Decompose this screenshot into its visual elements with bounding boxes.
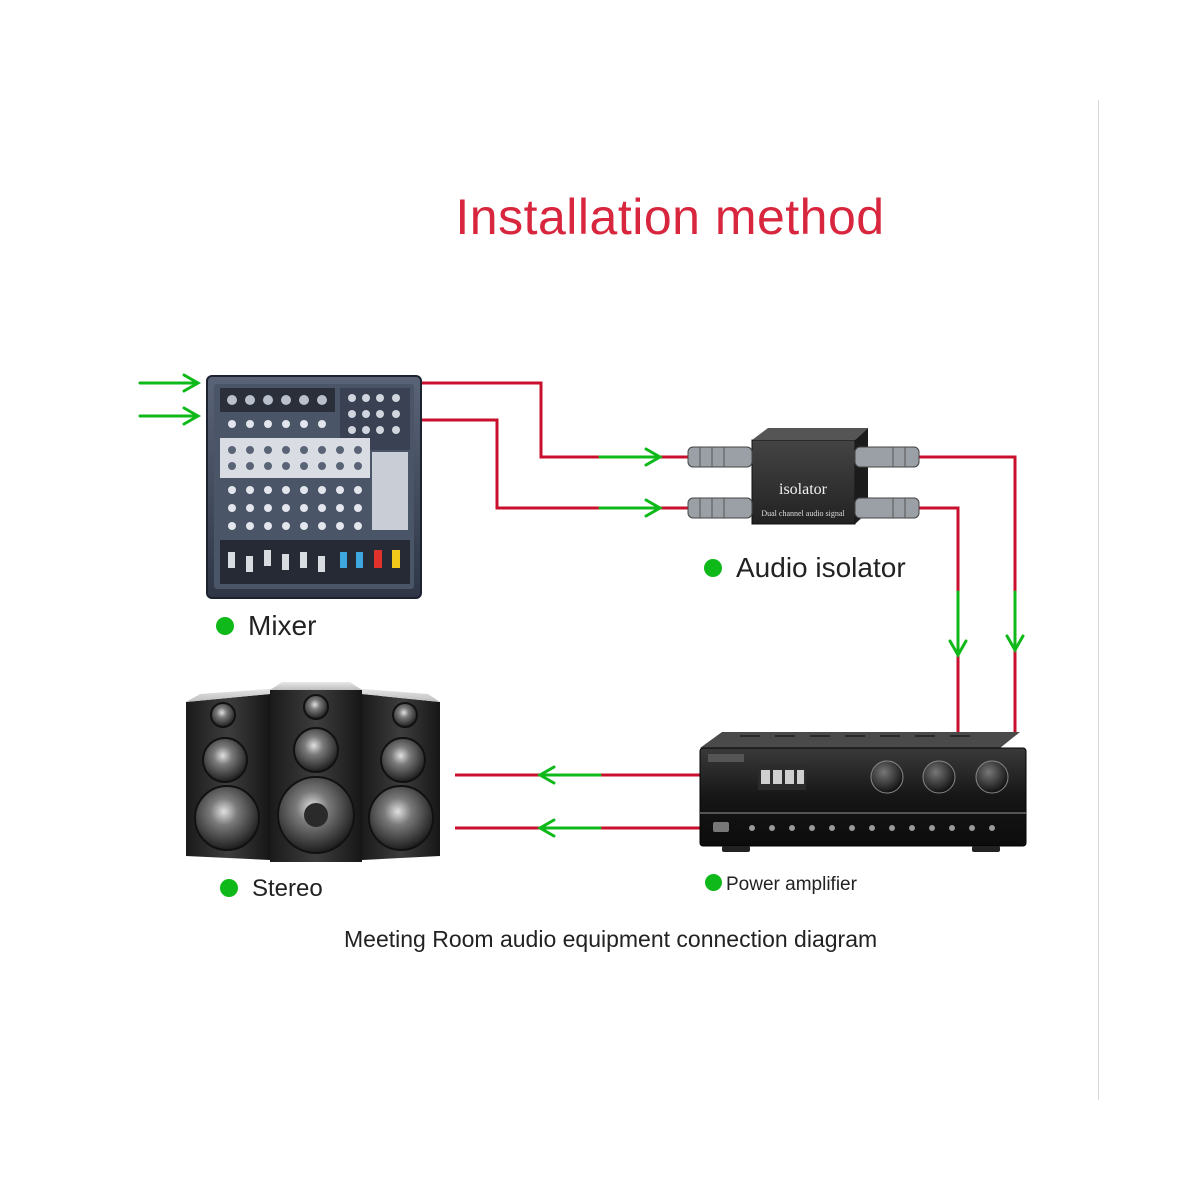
isolator-device-name: isolator <box>779 481 828 498</box>
diagram-caption: Meeting Room audio equipment connection … <box>344 926 878 952</box>
cable-mixer-isolator-2 <box>420 418 700 510</box>
input-arrow-2 <box>138 406 202 426</box>
input-arrow-1 <box>138 373 202 393</box>
mixer-device <box>206 375 422 599</box>
power-amplifier-label-text: Power amplifier <box>726 874 857 895</box>
mixer-label: Mixer <box>216 610 316 642</box>
stereo-speakers <box>186 682 440 862</box>
arrow-to-stereo-2 <box>536 818 602 838</box>
diagram-title: Installation method <box>455 189 885 245</box>
arrow-to-amp-1 <box>948 590 968 659</box>
bullet-dot-icon <box>705 874 722 892</box>
arrow-to-isolator-1 <box>598 447 664 467</box>
arrow-to-amp-2 <box>1005 590 1025 654</box>
arrow-to-stereo-1 <box>536 765 602 785</box>
stereo-label-text: Stereo <box>252 875 323 902</box>
stereo-label: Stereo <box>220 875 323 903</box>
isolator-device: isolator Dual channel audio signal <box>687 428 920 525</box>
divider-line <box>1098 100 1099 1100</box>
power-amplifier-device <box>699 732 1027 852</box>
signal-arrows <box>138 373 1025 838</box>
power-amplifier-label: Power amplifier <box>705 874 857 896</box>
bullet-dot-icon <box>704 558 722 577</box>
arrow-to-isolator-2 <box>598 498 664 518</box>
bullet-dot-icon <box>220 878 238 897</box>
audio-isolator-label-text: Audio isolator <box>736 552 906 583</box>
cable-isolator-amp-2 <box>915 506 960 735</box>
cable-isolator-amp-1 <box>915 455 1017 735</box>
isolator-device-subtitle: Dual channel audio signal <box>761 509 845 518</box>
audio-isolator-label: Audio isolator <box>704 552 906 584</box>
mixer-label-text: Mixer <box>248 610 317 641</box>
bullet-dot-icon <box>216 616 234 635</box>
